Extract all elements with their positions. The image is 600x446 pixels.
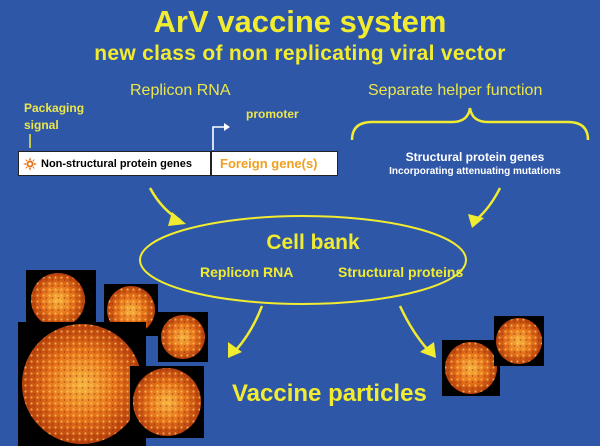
arrow-right-out: [398, 305, 429, 351]
helper-label: Separate helper function: [368, 82, 543, 99]
packaging-line1: Packaging: [24, 101, 85, 115]
structural-genes-label: Structural protein genes: [405, 150, 545, 164]
foreign-gene-segment: Foreign gene(s): [212, 152, 337, 175]
packaging-signal-icon: [23, 156, 37, 171]
vaccine-particles-label: Vaccine particles: [232, 380, 427, 407]
cell-bank-ellipse: [139, 215, 467, 305]
arrow-left-out: [235, 305, 264, 351]
page-subtitle: new class of non replicating viral vecto…: [94, 42, 506, 65]
promoter-label: promoter: [246, 107, 299, 121]
structural-note-label: Incorporating attenuating mutations: [389, 166, 561, 177]
arrow-right-in: [475, 187, 502, 221]
cell-bank-label: Cell bank: [266, 231, 360, 254]
replicon-label: Replicon RNA: [130, 82, 231, 99]
nonstructural-gene-segment: Non-structural protein genes: [19, 152, 212, 175]
promoter-arrow: [212, 126, 226, 150]
helper-brace: [350, 107, 590, 141]
particle-cluster-right: [442, 316, 544, 396]
replicon-gene-box: Non-structural protein genes Foreign gen…: [18, 151, 338, 176]
nonstructural-gene-label: Non-structural protein genes: [41, 157, 192, 170]
cell-bank-structural-label: Structural proteins: [338, 264, 464, 280]
packaging-signal-label: Packaging signal: [24, 100, 84, 134]
packaging-line2: signal: [24, 118, 59, 132]
foreign-gene-label: Foreign gene(s): [220, 156, 318, 171]
cell-bank-replicon-label: Replicon RNA: [200, 264, 294, 280]
particle-cluster-left: [18, 270, 208, 446]
page-title: ArV vaccine system: [153, 4, 447, 39]
